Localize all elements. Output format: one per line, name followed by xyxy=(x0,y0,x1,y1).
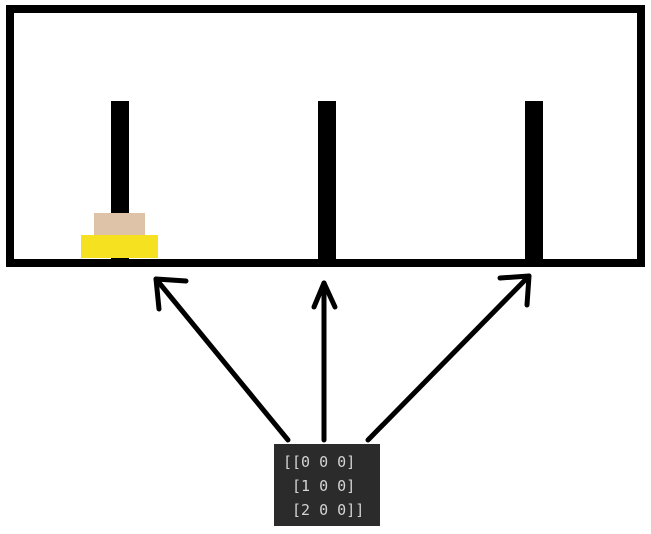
arrow-to-middle-peg xyxy=(311,280,338,443)
arrow-to-right-peg xyxy=(365,273,532,443)
disk-large xyxy=(81,235,158,258)
peg-right xyxy=(525,101,543,259)
arrow-to-left-peg xyxy=(153,276,291,443)
matrix-row-1: [[0 0 0] xyxy=(283,453,356,471)
matrix-row-2: [1 0 0] xyxy=(283,477,356,495)
peg-middle xyxy=(318,101,336,259)
state-matrix: [[0 0 0] [1 0 0] [2 0 0]] xyxy=(274,444,380,526)
matrix-row-3: [2 0 0]] xyxy=(283,501,365,519)
disk-small xyxy=(94,213,145,236)
